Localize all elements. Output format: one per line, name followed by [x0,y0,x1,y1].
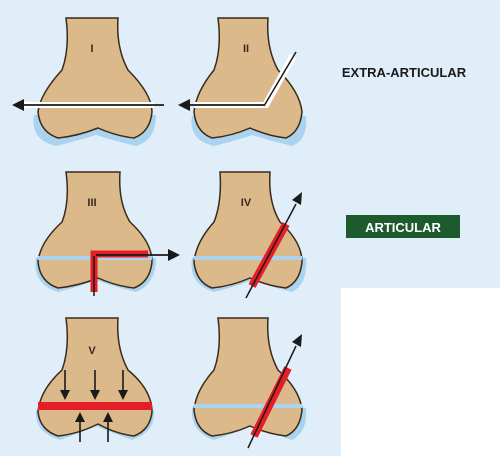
panel-5: V [35,317,155,442]
panel-3: III [35,171,180,296]
panel-1-arrowhead [12,99,24,111]
articular-label: ARTICULAR [365,220,441,235]
panel-2-label: II [243,43,249,55]
panel-4-arrowhead [292,192,302,205]
panel-1: I [12,17,164,146]
panel-6-fracture-arrow [247,345,297,449]
panel-1-label: I [90,43,93,55]
panel-5-compression-arrows [60,370,128,442]
panel-2-oblique-line [263,51,297,107]
panel-4-articular-line [194,256,302,260]
panel-5-label: V [88,345,96,357]
panel-5-arrowhead-up-left [75,412,85,422]
panel-6-arrowhead [292,334,302,347]
panel-5-arrowhead-up-right [103,412,113,422]
panel-5-arrowhead-down-right [118,390,128,400]
panel-4-label: IV [241,197,252,209]
panel-3-label: III [87,197,96,209]
articular-badge [346,215,460,238]
panel-5-arrowhead-down-left [60,390,70,400]
panel-3-arrowhead [168,249,180,261]
panel-5-arrowhead-down-center [90,390,100,400]
panel-4: IV [191,171,307,299]
panel-6 [191,317,307,449]
panel-4-fracture-arrow [245,203,297,299]
panel-2: II [178,17,307,146]
panel-6-articular-line [194,404,302,408]
extra-articular-label: EXTRA-ARTICULAR [342,65,467,80]
blank-corner [341,288,500,456]
panel-2-arrowhead [178,99,190,111]
